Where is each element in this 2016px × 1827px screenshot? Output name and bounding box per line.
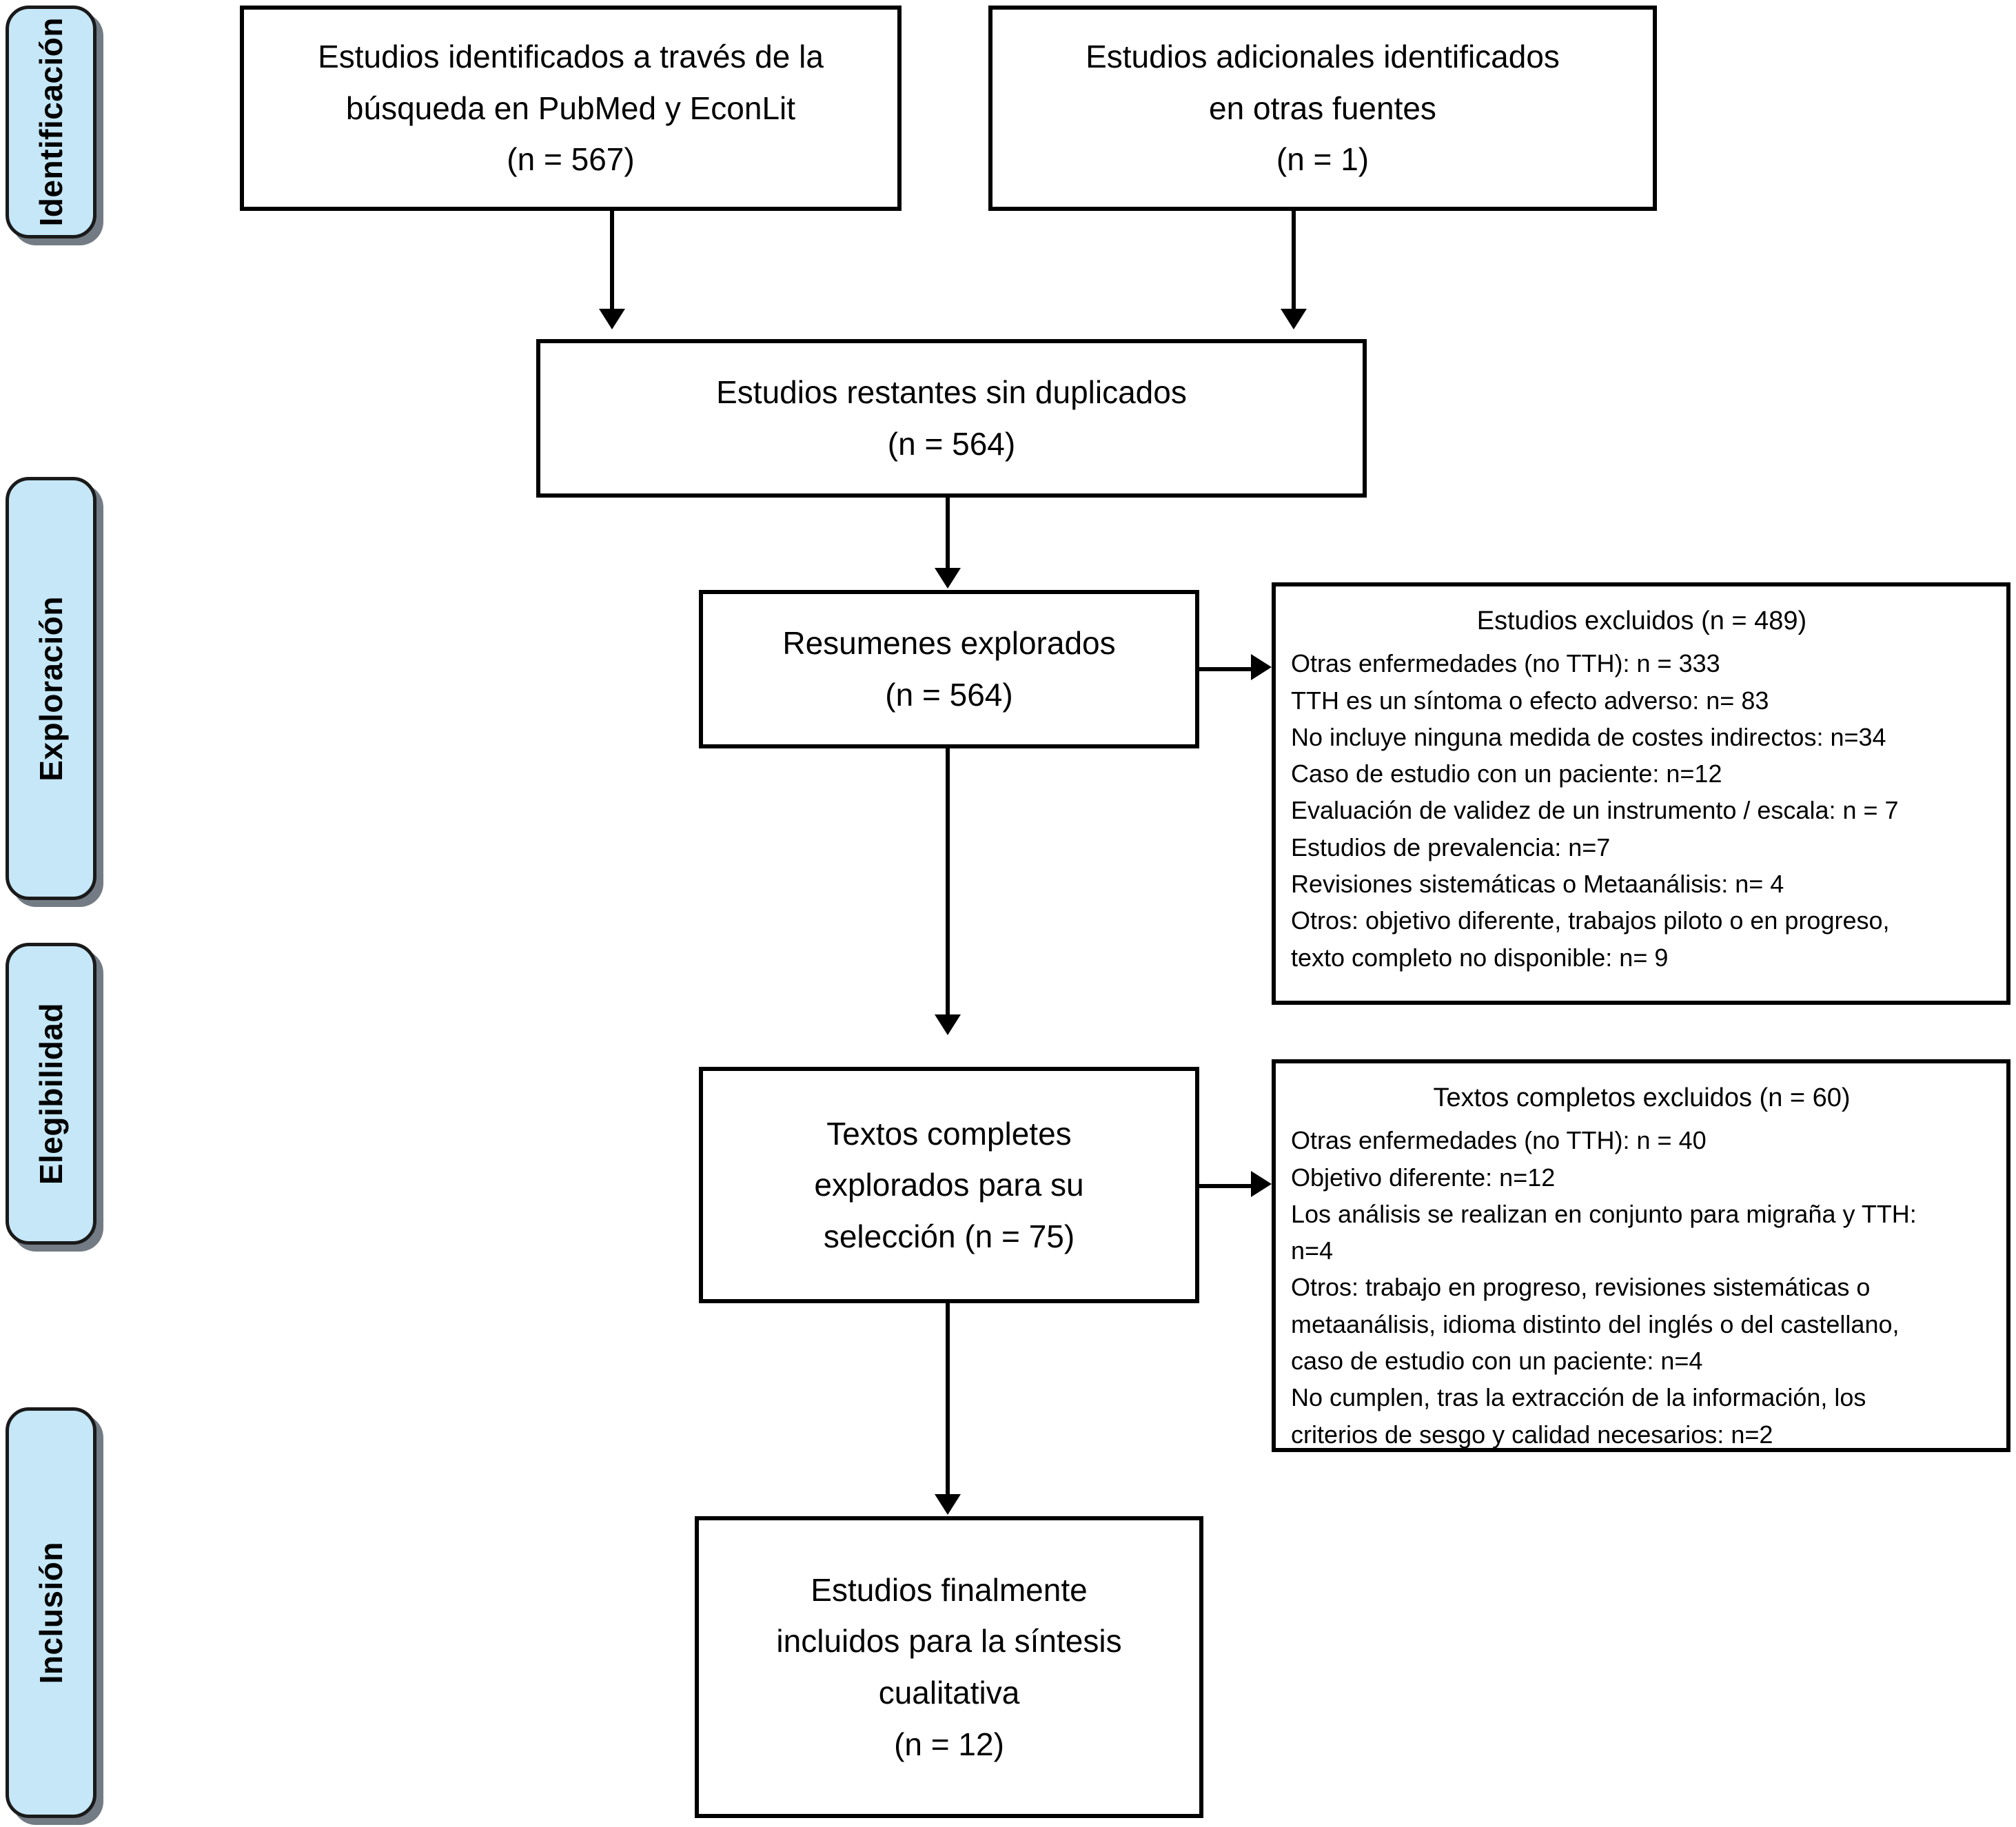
box-studies-included: Estudios finalmente incluidos para la sí… [695, 1516, 1203, 1818]
studies-excluded-reasons: Otras enfermedades (no TTH): n = 333 TTH… [1291, 649, 1899, 972]
box-records-after-duplicates-removed-text: Estudios restantes sin duplicados (n = 5… [716, 374, 1187, 462]
arrow-abstracts-to-fulltext [935, 1014, 961, 1035]
box-records-identified-other-sources: Estudios adicionales identificados en ot… [988, 6, 1657, 211]
stage-tab-label-elegibilidad: Elegibilidad [33, 1002, 69, 1185]
arrow-db-to-dedup [599, 309, 625, 329]
box-records-identified-databases-text: Estudios identificados a través de la bú… [318, 39, 824, 178]
connector-abstracts-to-exclusions [1199, 667, 1260, 671]
box-records-after-duplicates-removed: Estudios restantes sin duplicados (n = 5… [536, 339, 1367, 498]
arrow-dedup-to-abstracts [935, 568, 961, 589]
stage-tab-identificacion: Identificación [6, 6, 96, 238]
box-studies-included-text: Estudios finalmente incluidos para la sí… [776, 1571, 1122, 1762]
fulltexts-excluded-title: Textos completos excluidos (n = 60) [1433, 1083, 1851, 1112]
stage-tab-label-identificacion: Identificación [33, 17, 69, 227]
stage-tab-inclusion: Inclusión [6, 1407, 96, 1818]
box-abstracts-screened-text: Resumenes explorados (n = 564) [782, 625, 1116, 713]
arrow-abstracts-to-exclusions [1251, 654, 1272, 680]
connector-fulltext-to-included [946, 1303, 950, 1496]
studies-excluded-title: Estudios excluidos (n = 489) [1476, 606, 1807, 635]
arrow-other-to-dedup [1281, 309, 1307, 329]
fulltexts-excluded-reasons: Otras enfermedades (no TTH): n = 40 Obje… [1291, 1126, 1917, 1449]
stage-tab-label-exploracion: Exploración [33, 595, 69, 782]
box-fulltexts-excluded: Textos completos excluidos (n = 60) Otra… [1272, 1059, 2010, 1452]
connector-db-to-dedup [610, 211, 614, 311]
box-abstracts-screened: Resumenes explorados (n = 564) [699, 590, 1199, 748]
connector-fulltext-to-exclusions [1199, 1184, 1260, 1188]
connector-dedup-to-abstracts [946, 498, 950, 570]
box-fulltext-assessed: Textos completes explorados para su sele… [699, 1067, 1199, 1303]
box-fulltext-assessed-text: Textos completes explorados para su sele… [814, 1115, 1084, 1254]
box-studies-excluded: Estudios excluidos (n = 489) Otras enfer… [1272, 582, 2010, 1005]
arrow-fulltext-to-included [935, 1494, 961, 1515]
connector-other-to-dedup [1292, 211, 1296, 311]
connector-abstracts-to-fulltext [946, 748, 950, 1017]
stage-tab-elegibilidad: Elegibilidad [6, 943, 96, 1245]
box-records-identified-other-sources-text: Estudios adicionales identificados en ot… [1086, 39, 1560, 178]
box-records-identified-databases: Estudios identificados a través de la bú… [240, 6, 902, 211]
arrow-fulltext-to-exclusions [1251, 1171, 1272, 1197]
stage-tab-exploracion: Exploración [6, 477, 96, 900]
stage-tab-label-inclusion: Inclusión [33, 1541, 69, 1684]
